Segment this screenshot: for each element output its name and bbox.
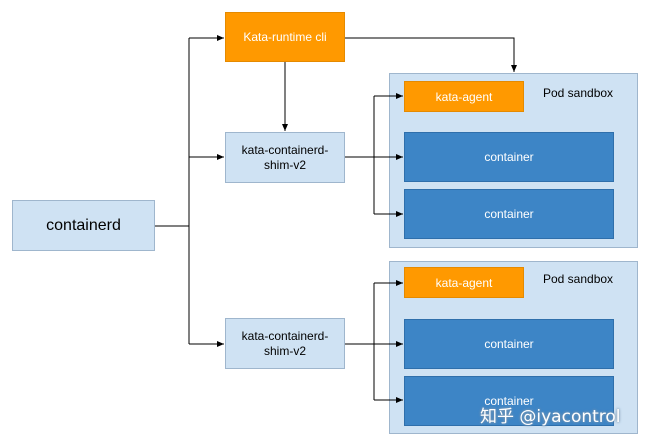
container-2b: container (404, 376, 614, 426)
kata-runtime-cli-node: Kata-runtime cli (225, 12, 345, 62)
containerd-node: containerd (12, 200, 155, 251)
kata-agent-1: kata-agent (404, 81, 524, 112)
kata-agent-2: kata-agent (404, 267, 524, 298)
watermark-text: 知乎 @iyacontrol (480, 407, 621, 427)
kata-containerd-shim-v2-bottom: kata-containerd- shim-v2 (225, 318, 345, 369)
container-1b: container (404, 189, 614, 239)
pod-sandbox-2-label: Pod sandbox (543, 272, 614, 286)
pod-sandbox-1-label: Pod sandbox (543, 86, 614, 100)
edge-cli-to-agent (345, 37, 517, 72)
container-1a: container (404, 132, 614, 182)
kata-containerd-shim-v2-top: kata-containerd- shim-v2 (225, 132, 345, 183)
container-2a: container (404, 319, 614, 369)
